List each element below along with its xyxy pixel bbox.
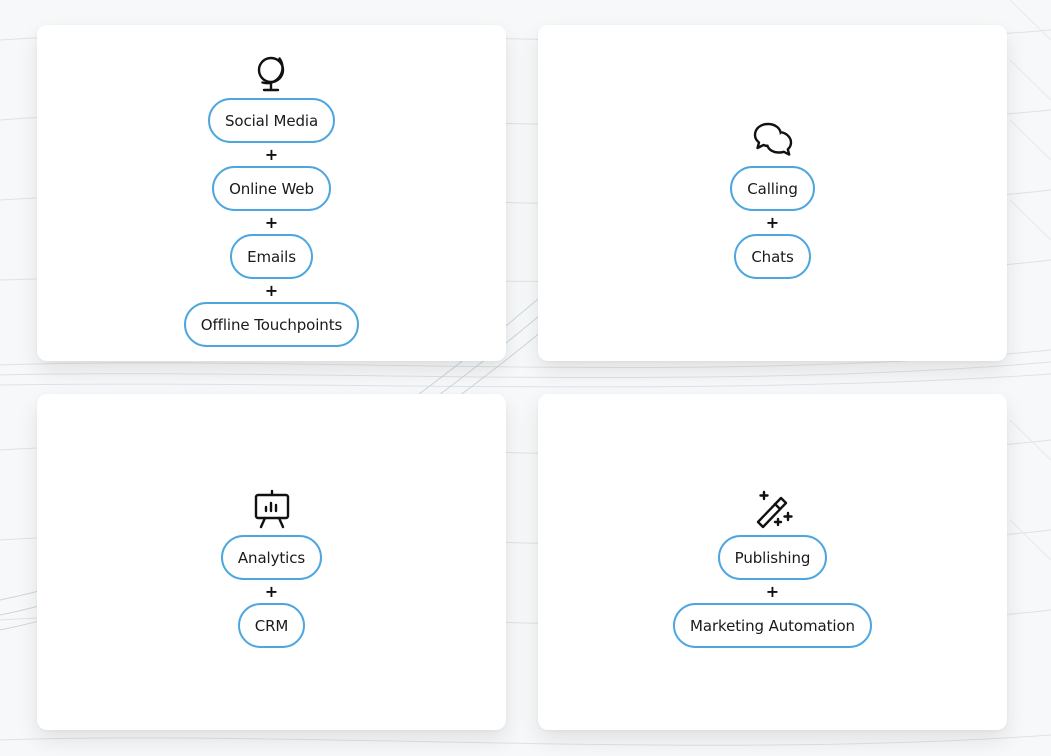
channel-pill-calling: Calling: [730, 166, 815, 211]
channel-card-4: Publishing + Marketing Automation: [538, 394, 1007, 730]
channel-card-2: Calling + Chats: [538, 25, 1007, 361]
presentation-board-icon: [250, 488, 294, 532]
channel-card-3: Analytics + CRM: [37, 394, 506, 730]
magic-wand-icon: [751, 488, 795, 532]
plus-separator: +: [264, 281, 279, 300]
channel-list: Publishing + Marketing Automation: [538, 488, 1007, 648]
plus-separator: +: [264, 213, 279, 232]
plus-separator: +: [264, 145, 279, 164]
plus-separator: +: [765, 582, 780, 601]
channel-pill-emails: Emails: [230, 234, 313, 279]
channel-list: Calling + Chats: [538, 119, 1007, 279]
channel-pill-online-web: Online Web: [212, 166, 331, 211]
channel-pill-marketing-automation: Marketing Automation: [673, 603, 872, 648]
channel-pill-publishing: Publishing: [717, 535, 828, 580]
channel-list: Social Media + Online Web + Emails + Off…: [37, 51, 506, 347]
channel-pill-chats: Chats: [734, 234, 811, 279]
chat-bubbles-icon: [751, 119, 795, 163]
plus-separator: +: [264, 582, 279, 601]
channel-pill-social-media: Social Media: [207, 98, 336, 143]
channel-pill-analytics: Analytics: [220, 535, 323, 580]
plus-separator: +: [765, 213, 780, 232]
channel-pill-crm: CRM: [237, 603, 306, 648]
channel-list: Analytics + CRM: [37, 488, 506, 648]
globe-icon: [250, 51, 294, 95]
channel-card-1: Social Media + Online Web + Emails + Off…: [37, 25, 506, 361]
channel-pill-offline-touchpoints: Offline Touchpoints: [183, 302, 360, 347]
